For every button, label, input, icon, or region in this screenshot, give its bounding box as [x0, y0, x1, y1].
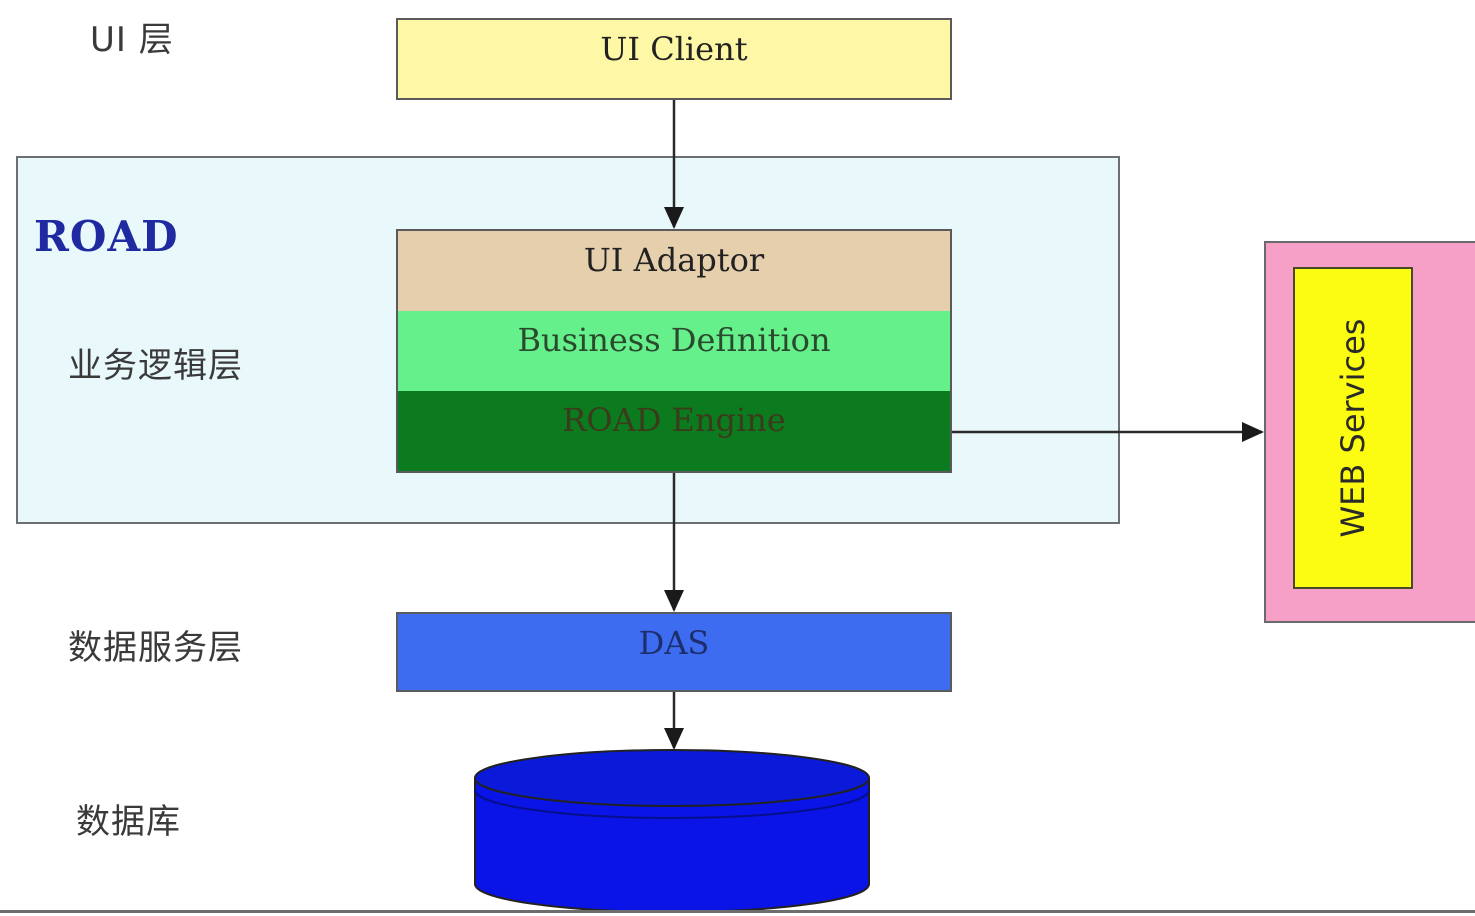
ui-adaptor-box: UI Adaptor	[396, 229, 952, 311]
bottom-rule	[0, 910, 1475, 913]
business-definition-box: Business Definition	[396, 311, 952, 391]
road-title: ROAD	[34, 212, 179, 261]
ui-client-label: UI Client	[600, 30, 748, 68]
database-cylinder	[474, 749, 870, 913]
business-definition-label: Business Definition	[517, 321, 831, 359]
das-label: DAS	[638, 624, 710, 662]
layer-label-ui: UI 层	[90, 20, 174, 60]
road-engine-box: ROAD Engine	[396, 391, 952, 473]
web-services-inner-box	[1293, 267, 1413, 589]
ui-client-box: UI Client	[396, 18, 952, 100]
road-engine-label: ROAD Engine	[562, 401, 786, 439]
ui-adaptor-label: UI Adaptor	[583, 241, 765, 279]
layer-label-data-service: 数据服务层	[68, 628, 243, 668]
layer-label-business-logic: 业务逻辑层	[68, 346, 243, 386]
das-box: DAS	[396, 612, 952, 692]
layer-label-database: 数据库	[76, 802, 181, 842]
